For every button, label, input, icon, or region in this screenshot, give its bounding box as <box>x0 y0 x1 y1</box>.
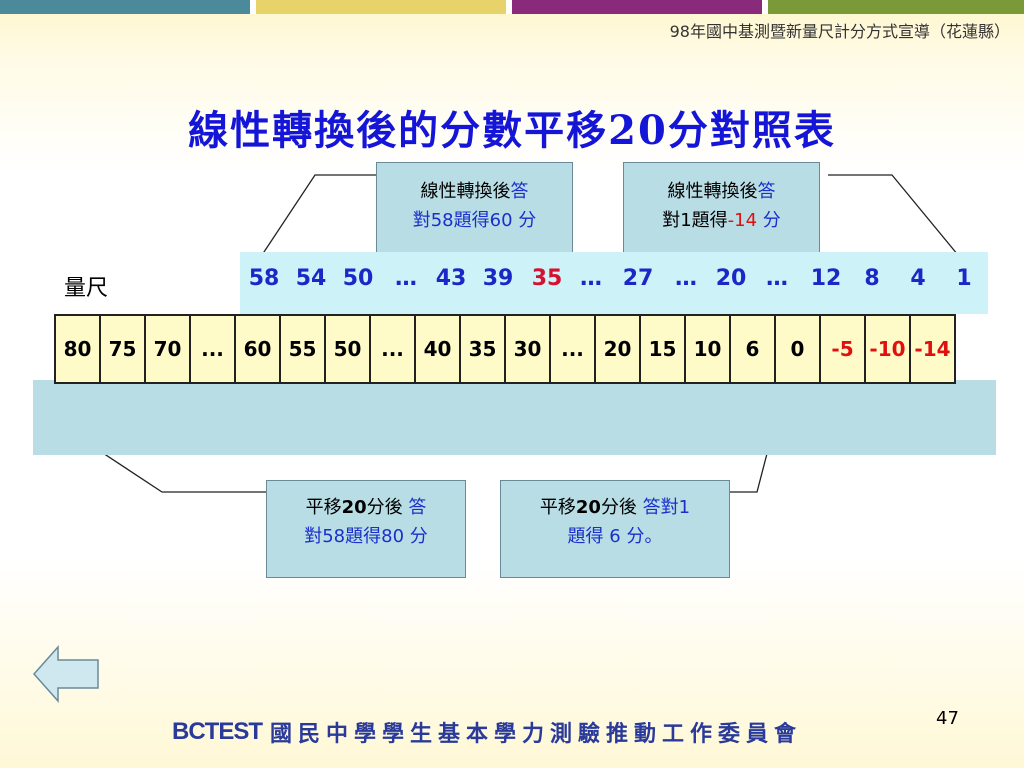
back-arrow-icon <box>32 645 99 703</box>
topbar-segment <box>250 0 256 14</box>
score-cell: -5 <box>819 314 866 384</box>
score-cell: 60 <box>234 314 281 384</box>
score-cell: 20 <box>594 314 641 384</box>
footer-org-name: 國民中學學生基本學力測驗推動工作委員會 <box>270 721 803 747</box>
score-cell: 6 <box>729 314 776 384</box>
header-text: 98年國中基測暨新量尺計分方式宣導（花蓮縣） <box>669 22 1010 41</box>
score-cell: 50 <box>324 314 371 384</box>
scale-value: 39 <box>482 266 514 291</box>
scale-label: 量尺 <box>64 276 109 301</box>
scale-value: … <box>675 266 697 291</box>
callout-top-left: 線性轉換後答 對58題得60 分 <box>376 162 573 264</box>
callout-bottom-left: 平移20分後 答 對58題得80 分 <box>266 480 466 578</box>
score-cell: 10 <box>684 314 731 384</box>
bottom-band <box>33 380 996 455</box>
topbar-segment <box>0 0 250 14</box>
score-cell: 55 <box>279 314 326 384</box>
top-color-bar <box>0 0 1024 14</box>
scale-value: 12 <box>810 266 842 291</box>
score-cell: 70 <box>144 314 191 384</box>
score-cell: -14 <box>909 314 956 384</box>
callout-bottom-right: 平移20分後 答對1 題得 6 分。 <box>500 480 730 578</box>
scale-value: 8 <box>864 266 880 291</box>
bctest-logo: BCTEST <box>172 718 263 745</box>
scale-row: 58 54 50 … 43 39 35 … 27 … 20 … 12 8 4 1 <box>240 252 988 314</box>
topbar-segment <box>506 0 512 14</box>
page-number: 47 <box>936 708 959 729</box>
score-cell: ... <box>369 314 416 384</box>
scale-value: … <box>395 266 417 291</box>
scale-value: 58 <box>248 266 280 291</box>
score-cell: 0 <box>774 314 821 384</box>
scale-value: 20 <box>715 266 747 291</box>
footer: BCTEST 國民中學學生基本學力測驗推動工作委員會 <box>172 716 802 748</box>
score-cell: 30 <box>504 314 551 384</box>
score-cell: ... <box>549 314 596 384</box>
topbar-segment <box>768 0 1024 14</box>
score-cell: 15 <box>639 314 686 384</box>
callout-top-right: 線性轉換後答 對1題得-14 分 <box>623 162 820 264</box>
scale-value: … <box>766 266 788 291</box>
scale-value: 27 <box>622 266 654 291</box>
scale-value: … <box>580 266 602 291</box>
topbar-segment <box>256 0 506 14</box>
scale-value: 43 <box>435 266 467 291</box>
score-cell: 40 <box>414 314 461 384</box>
scale-value: 4 <box>910 266 926 291</box>
page-title: 線性轉換後的分數平移20分對照表 <box>188 107 836 154</box>
scale-value: 1 <box>956 266 972 291</box>
score-cell: 35 <box>459 314 506 384</box>
scale-value: 50 <box>342 266 374 291</box>
score-cell: 80 <box>54 314 101 384</box>
topbar-segment <box>512 0 762 14</box>
score-cell: ... <box>189 314 236 384</box>
score-cell: -10 <box>864 314 911 384</box>
topbar-segment <box>762 0 768 14</box>
scale-value: 54 <box>295 266 327 291</box>
score-cell: 75 <box>99 314 146 384</box>
scale-value: 35 <box>531 266 563 291</box>
